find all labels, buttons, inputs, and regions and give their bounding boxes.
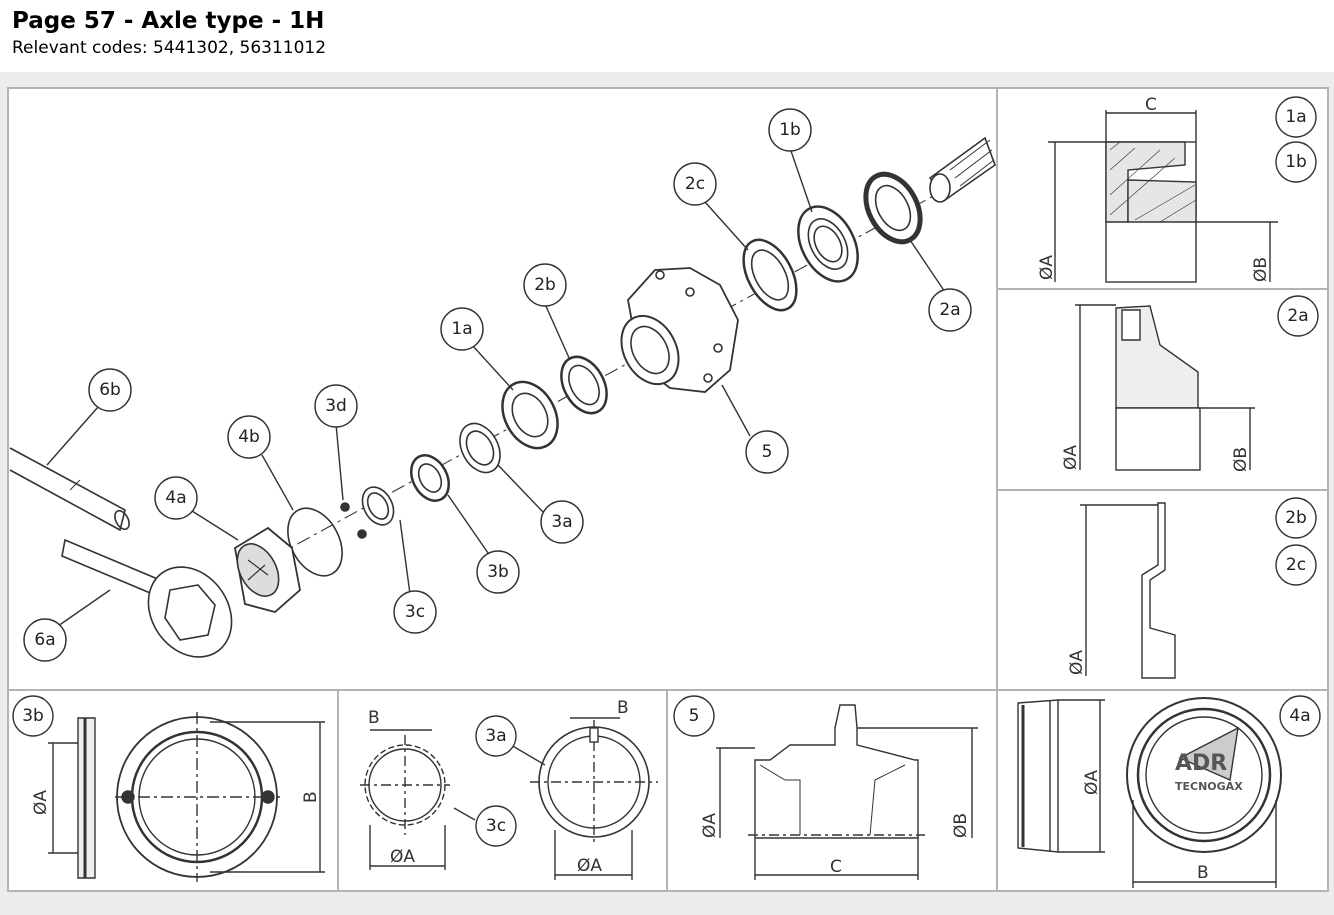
detail-tag-2c: 2c: [1286, 555, 1306, 575]
dim-diameter-a: ØA: [1037, 255, 1057, 280]
part-2c-washer: [742, 238, 798, 312]
detail-tag-3c: 3c: [486, 816, 506, 836]
callout-3a: 3a: [540, 500, 584, 544]
dim-diameter-a: ØA: [1082, 770, 1102, 795]
part-3d-screws: [340, 502, 367, 539]
svg-text:2a: 2a: [939, 300, 960, 320]
part-2a-seal: [863, 171, 923, 245]
dim-diameter-b: ØB: [1231, 447, 1251, 472]
callout-3b: 3b: [476, 550, 520, 594]
detail-tag-5: 5: [689, 706, 700, 726]
adr-logo-subtext: TECNOGAX: [1175, 780, 1243, 793]
part-6a-hub-wrench: [61, 538, 233, 658]
part-1a-bearing: [501, 380, 559, 450]
detail-2b-washer: ØA 2b 2c: [1067, 497, 1317, 679]
callout-4b: 4b: [227, 415, 271, 459]
panel-grid: [8, 88, 1328, 890]
dim-diameter-a-3c: ØA: [390, 847, 415, 867]
part-3c-lock-ring: [361, 486, 395, 526]
callout-2c: 2c: [673, 162, 717, 206]
detail-tag-3a: 3a: [485, 726, 506, 746]
svg-text:2c: 2c: [685, 174, 705, 194]
callout-6b: 6b: [88, 368, 132, 412]
detail-tag-1a: 1a: [1285, 107, 1306, 127]
detail-tag-2a: 2a: [1287, 306, 1308, 326]
part-3a-washer: [459, 422, 501, 474]
svg-text:6b: 6b: [99, 380, 121, 400]
detail-3b-nut: ØA B 3b: [12, 695, 325, 882]
part-5-hub: [620, 267, 739, 393]
adr-logo-text: ADR: [1175, 751, 1227, 776]
dim-diameter-b: ØB: [951, 813, 971, 838]
callout-1a: 1a: [440, 307, 484, 351]
dim-diameter-a: ØA: [31, 790, 51, 815]
dim-c: C: [830, 857, 842, 877]
dim-diameter-a: ØA: [1061, 445, 1081, 470]
page-title: Page 57 - Axle type - 1H: [12, 8, 325, 34]
svg-text:1a: 1a: [451, 319, 472, 339]
part-2b-washer: [560, 355, 608, 415]
dim-diameter-b: ØB: [1251, 257, 1271, 282]
callout-4a: 4a: [154, 476, 198, 520]
part-1b-bearing: [797, 205, 859, 283]
callout-6a: 6a: [23, 618, 67, 662]
svg-text:3b: 3b: [487, 562, 509, 582]
spindle-shaft: [928, 136, 996, 203]
callout-2b: 2b: [523, 263, 567, 307]
dim-b-3a: B: [617, 698, 629, 718]
page-header: Page 57 - Axle type - 1H Relevant codes:…: [0, 0, 1334, 72]
detail-tag-3b: 3b: [22, 706, 44, 726]
svg-text:6a: 6a: [34, 630, 55, 650]
svg-text:2b: 2b: [534, 275, 556, 295]
detail-1-bearing: C ØA ØB 1a 1b: [1037, 95, 1317, 283]
callout-2a: 2a: [928, 288, 972, 332]
relevant-codes: Relevant codes: 5441302, 56311012: [12, 38, 327, 58]
part-4a-hub-cap: [234, 526, 301, 613]
detail-4a-cap: ADR TECNOGAX ØA B 4a: [1017, 695, 1321, 888]
svg-text:5: 5: [762, 442, 773, 462]
part-3b-nut: [409, 454, 451, 502]
svg-text:3c: 3c: [405, 602, 425, 622]
svg-text:4a: 4a: [165, 488, 186, 508]
main-callouts: 1b 2c 2a 2b 1a 5 3a 3b 3c 3d 4b 4a 6b 6a: [23, 108, 972, 662]
part-6b-tommy-bar: [9, 447, 130, 532]
detail-tag-2b: 2b: [1285, 508, 1307, 528]
callout-3d: 3d: [314, 384, 358, 428]
detail-2a-seal: ØA ØB 2a: [1061, 295, 1319, 472]
svg-text:1b: 1b: [779, 120, 801, 140]
dim-c: C: [1145, 95, 1157, 115]
dim-b: B: [301, 791, 321, 803]
detail-3a-3c: B B ØA ØA 3a 3c: [360, 698, 658, 880]
leader-lines: [46, 147, 946, 627]
dim-b: B: [1197, 863, 1209, 883]
detail-tag-1b: 1b: [1285, 152, 1307, 172]
dim-diameter-a: ØA: [1067, 650, 1087, 675]
callout-5: 5: [745, 430, 789, 474]
callout-3c: 3c: [393, 590, 437, 634]
svg-text:3d: 3d: [325, 396, 347, 416]
dim-diameter-a-3a: ØA: [577, 856, 602, 876]
dim-b-3c: B: [368, 708, 380, 728]
detail-tag-4a: 4a: [1289, 706, 1310, 726]
callout-1b: 1b: [768, 108, 812, 152]
detail-5-hub: ØA ØB C 5: [673, 695, 978, 880]
svg-text:4b: 4b: [238, 427, 260, 447]
dim-diameter-a: ØA: [700, 813, 720, 838]
exploded-view: [9, 136, 996, 658]
svg-text:3a: 3a: [551, 512, 572, 532]
